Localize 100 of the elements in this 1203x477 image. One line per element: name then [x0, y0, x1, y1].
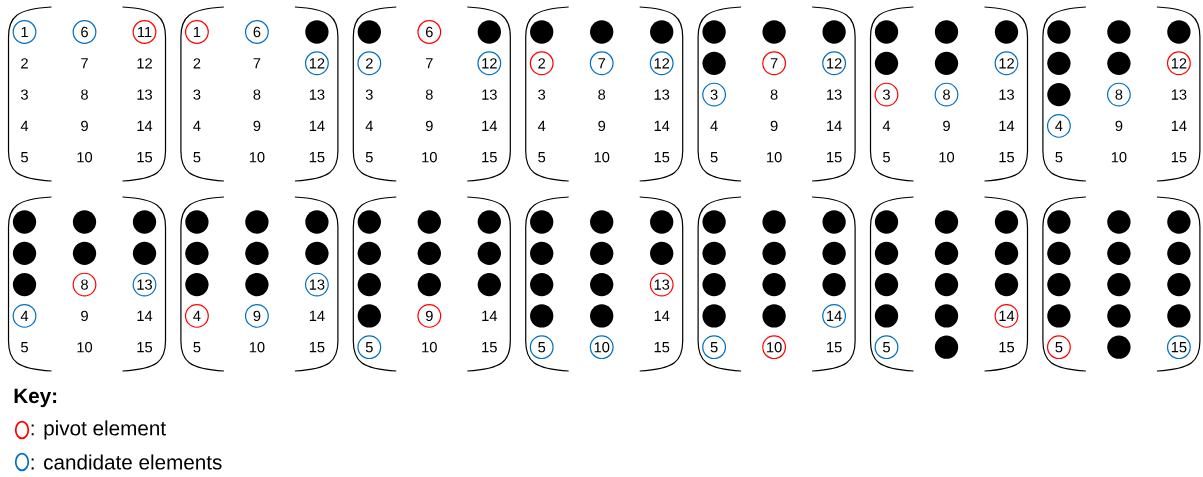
- cell-number: 10: [77, 342, 93, 353]
- cell-number: 5: [21, 342, 28, 353]
- filled-dot: [1107, 51, 1131, 75]
- filled-dot: [822, 210, 846, 234]
- cell-number: 7: [253, 58, 261, 69]
- cell-number: 15: [309, 342, 325, 353]
- cell-number: 10: [594, 152, 610, 163]
- cell-number: 9: [425, 120, 433, 132]
- circled-number: 5: [357, 335, 382, 360]
- filled-dot: [305, 20, 329, 44]
- cell-number: 9: [598, 120, 606, 132]
- filled-dot: [762, 272, 786, 297]
- cell-number: 10: [422, 342, 437, 353]
- filled-dot: [185, 241, 209, 265]
- filled-dot: [590, 210, 614, 234]
- cell-number: 10: [77, 152, 93, 163]
- filled-dot: [185, 210, 209, 234]
- filled-dot: [305, 210, 329, 234]
- key-heading: Key:: [14, 388, 57, 408]
- filled-dot: [1107, 272, 1131, 297]
- filled-dot: [702, 304, 726, 328]
- circled-number: 10: [762, 335, 787, 360]
- filled-dot: [357, 304, 381, 328]
- filled-dot: [1167, 304, 1191, 328]
- cell-number: 15: [827, 342, 842, 353]
- circled-number: 2: [357, 51, 382, 76]
- cell-number: 13: [1171, 89, 1187, 100]
- circled-number: 5: [1046, 335, 1071, 360]
- cell-number: 4: [537, 120, 546, 131]
- filled-dot: [874, 241, 899, 265]
- circled-number: 11: [132, 20, 157, 44]
- cell-number: 14: [137, 310, 153, 321]
- filled-dot: [822, 241, 846, 265]
- circled-number: 4: [12, 303, 37, 328]
- filled-dot: [132, 241, 157, 265]
- filled-dot: [874, 272, 899, 297]
- filled-dot: [994, 210, 1019, 234]
- cell-number: 2: [193, 58, 201, 69]
- cell-number: 13: [999, 89, 1014, 100]
- circled-number: 12: [649, 51, 674, 76]
- legend-text: : pivot element: [31, 420, 166, 440]
- filled-dot: [305, 241, 329, 265]
- filled-dot: [357, 272, 381, 297]
- cell-number: 8: [81, 89, 88, 100]
- cell-number: 5: [1055, 152, 1063, 163]
- cell-number: 15: [482, 342, 497, 353]
- filled-dot: [530, 210, 554, 234]
- cell-number: 8: [598, 89, 606, 100]
- circled-number: 12: [477, 51, 502, 76]
- cell-number: 13: [654, 89, 670, 100]
- circled-number: 8: [1106, 82, 1131, 107]
- filled-dot: [357, 241, 381, 265]
- cell-number: 8: [253, 89, 261, 100]
- cell-number: 15: [137, 342, 153, 353]
- filled-dot: [650, 20, 674, 44]
- cell-number: 15: [827, 152, 842, 163]
- cell-number: 5: [193, 152, 201, 163]
- filled-dot: [590, 304, 614, 328]
- filled-dot: [702, 51, 726, 75]
- cell-number: 15: [482, 152, 497, 163]
- circled-number: 13: [304, 272, 329, 297]
- cell-number: 10: [1111, 152, 1127, 163]
- filled-dot: [530, 272, 554, 297]
- cell-number: 3: [193, 89, 201, 100]
- cell-number: 13: [137, 89, 152, 100]
- circled-number: 12: [1166, 51, 1191, 76]
- filled-dot: [934, 51, 959, 75]
- cell-number: 15: [999, 342, 1015, 353]
- filled-dot: [72, 241, 97, 265]
- cell-number: 14: [999, 120, 1015, 131]
- filled-dot: [1167, 20, 1191, 44]
- cell-number: 3: [21, 89, 28, 100]
- filled-dot: [650, 210, 674, 234]
- filled-dot: [357, 210, 381, 234]
- filled-dot: [874, 51, 899, 75]
- cell-number: 4: [20, 120, 29, 131]
- filled-dot: [590, 241, 614, 265]
- circled-number: 7: [762, 51, 787, 76]
- filled-dot: [530, 241, 554, 265]
- filled-dot: [417, 210, 441, 234]
- filled-dot: [477, 272, 501, 297]
- cell-number: 9: [253, 120, 261, 132]
- circled-number: 6: [72, 20, 97, 44]
- cell-number: 14: [137, 120, 153, 131]
- cell-number: 4: [365, 120, 373, 131]
- filled-dot: [994, 272, 1019, 297]
- filled-dot: [702, 241, 726, 265]
- filled-dot: [477, 241, 501, 265]
- cell-number: 9: [943, 120, 950, 132]
- cell-number: 15: [137, 152, 153, 163]
- cell-number: 15: [999, 152, 1015, 163]
- filled-dot: [874, 304, 899, 328]
- cell-number: 14: [654, 120, 670, 131]
- cell-number: 5: [538, 152, 546, 163]
- cell-number: 3: [365, 89, 373, 100]
- circled-number: 8: [72, 272, 97, 297]
- cell-number: 15: [654, 342, 670, 353]
- filled-dot: [590, 272, 614, 297]
- circled-number: 12: [304, 51, 329, 76]
- cell-number: 15: [1171, 152, 1187, 163]
